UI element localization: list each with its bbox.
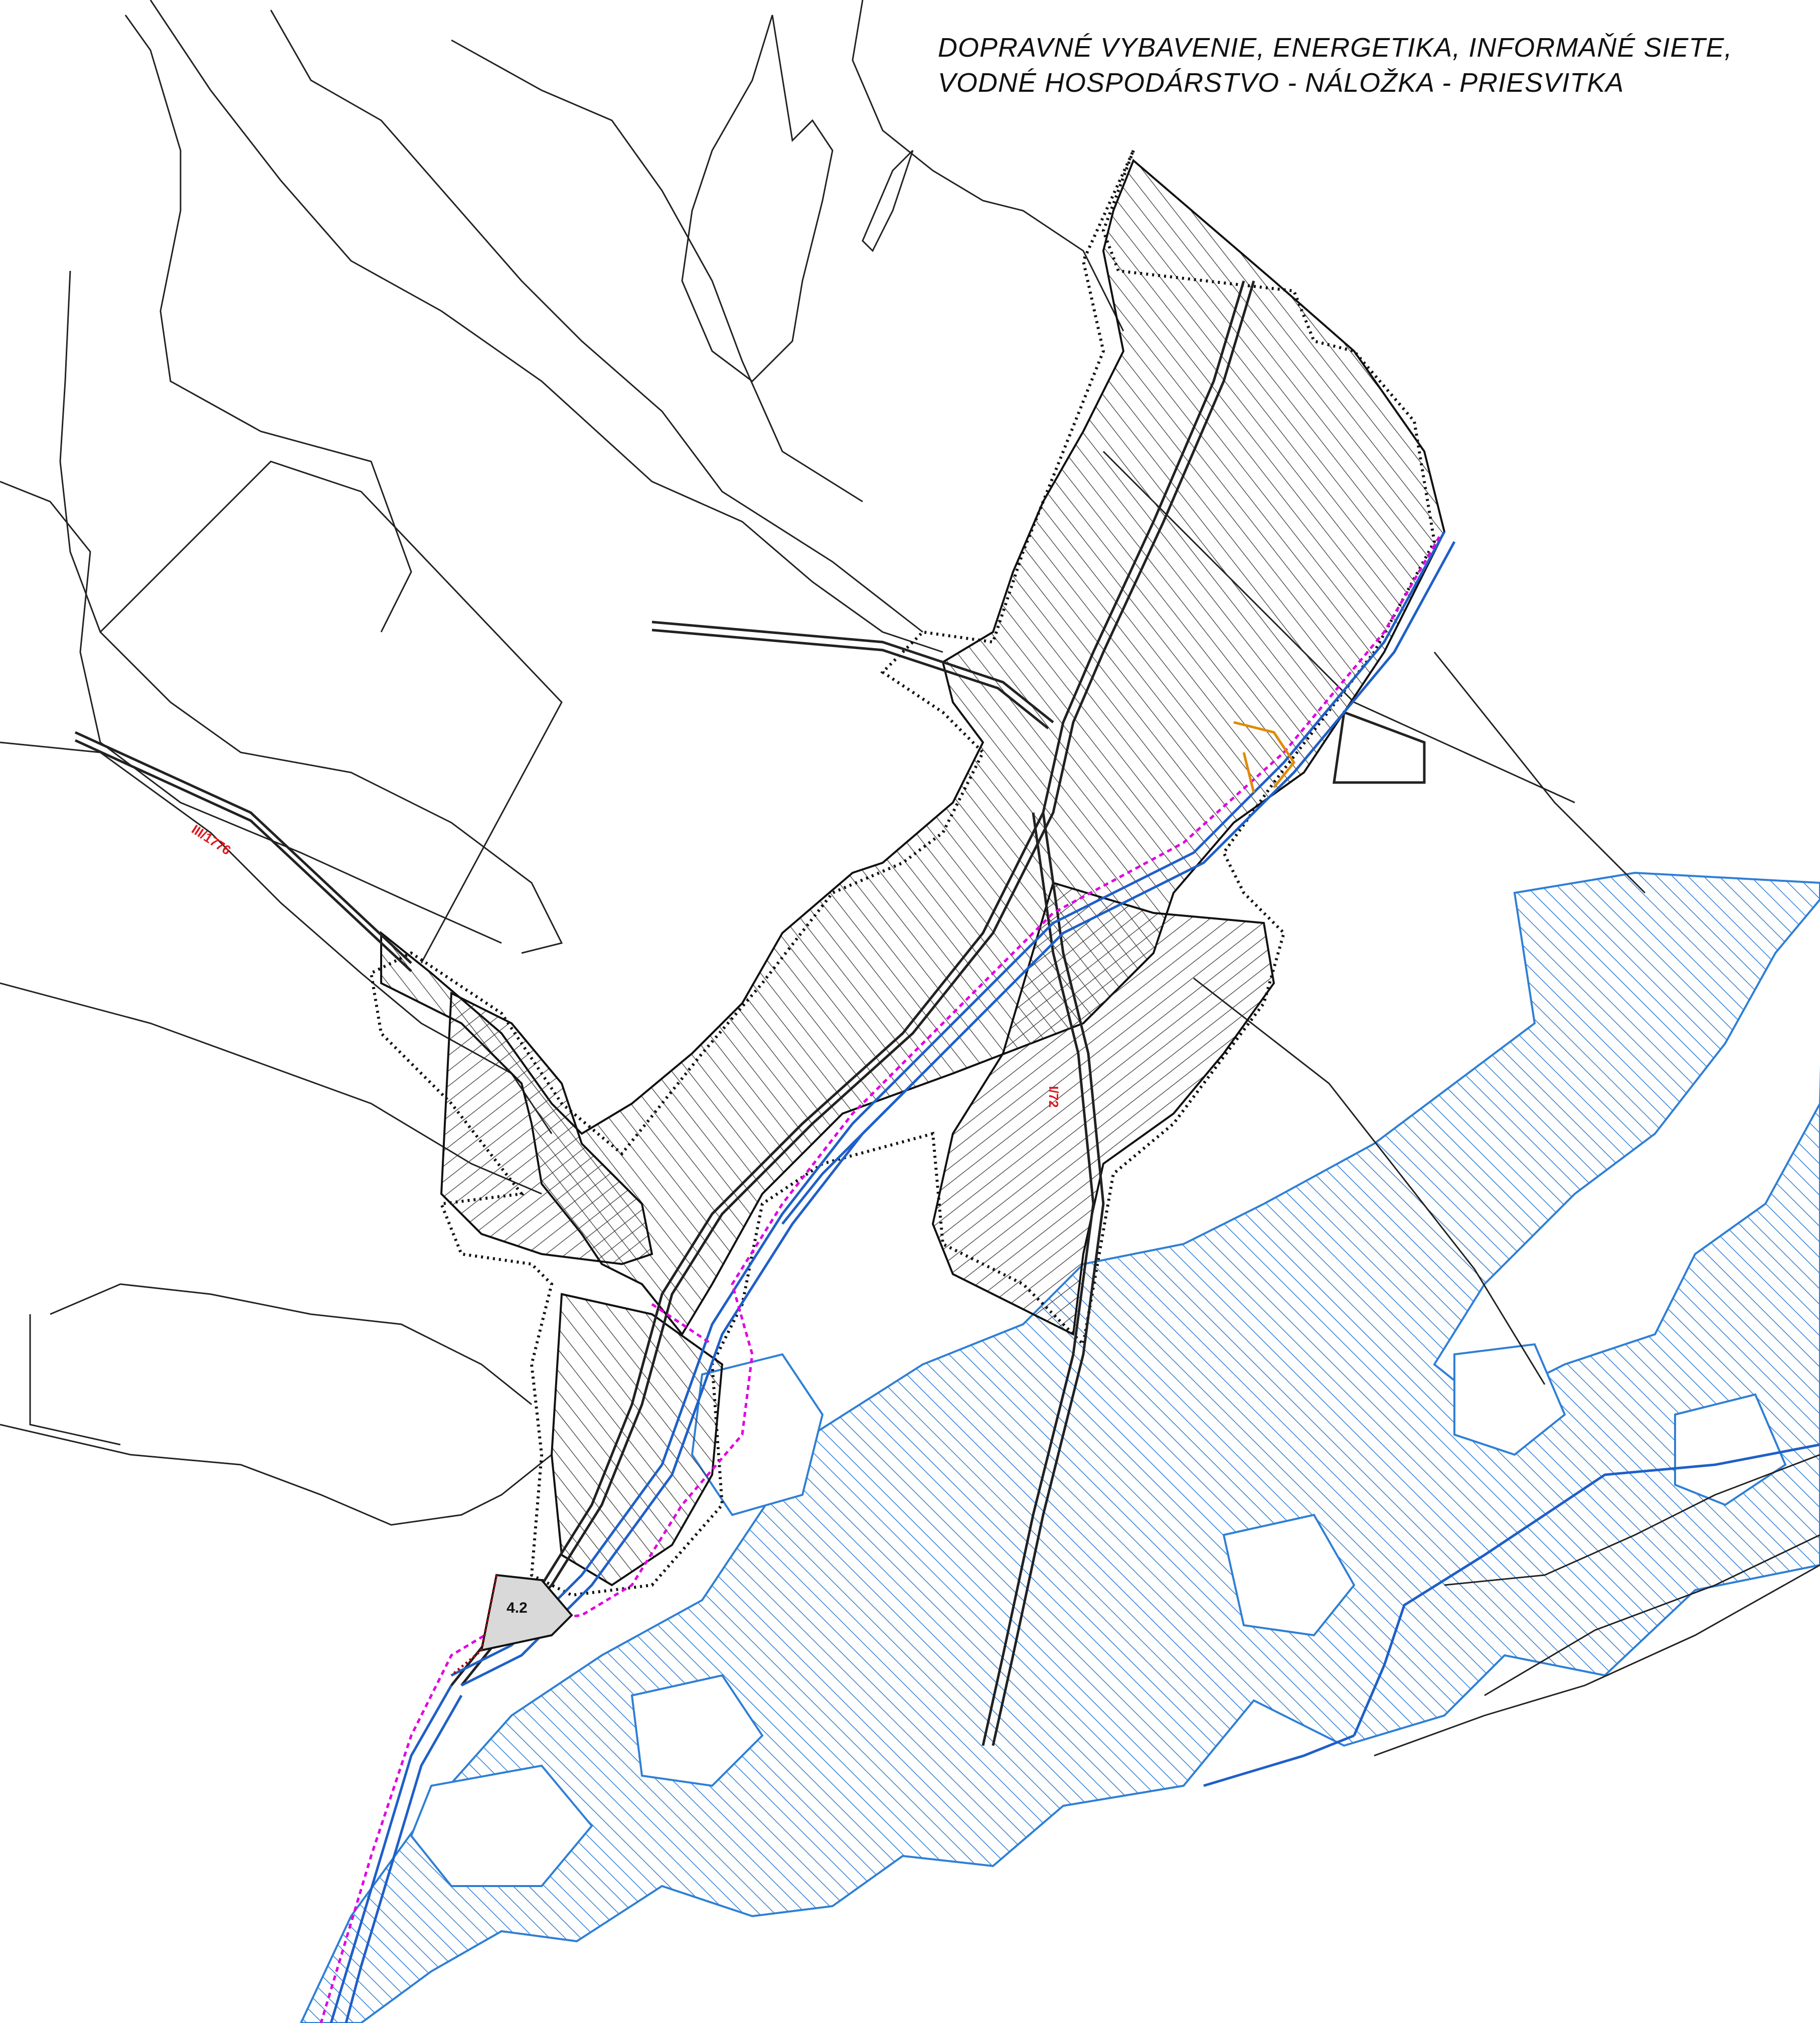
road-label-i-72: I/72 xyxy=(1046,1086,1061,1108)
built-up-boundary xyxy=(369,149,1436,1597)
zone-label: 4.2 xyxy=(507,1600,528,1616)
floodplain-gaps xyxy=(410,1343,1787,1887)
map-title-line-2: VODNÉ HOSPODÁRSTVO - NÁLOŽKA - PRIESVITK… xyxy=(938,68,1624,98)
pipeline-route xyxy=(319,536,1441,2023)
map-title-line-1: DOPRAVNÉ VYBAVENIE, ENERGETIKA, INFORMAŇ… xyxy=(938,33,1733,63)
built-up-parcels xyxy=(380,159,1446,1587)
map-title: DOPRAVNÉ VYBAVENIE, ENERGETIKA, INFORMAŇ… xyxy=(938,30,1790,100)
zone-4-2-area xyxy=(450,1574,573,1676)
roads xyxy=(74,280,1426,1746)
orange-structure xyxy=(1233,721,1296,793)
road-label-iii-1776: III/1776 xyxy=(189,822,234,858)
river xyxy=(329,531,1820,2023)
